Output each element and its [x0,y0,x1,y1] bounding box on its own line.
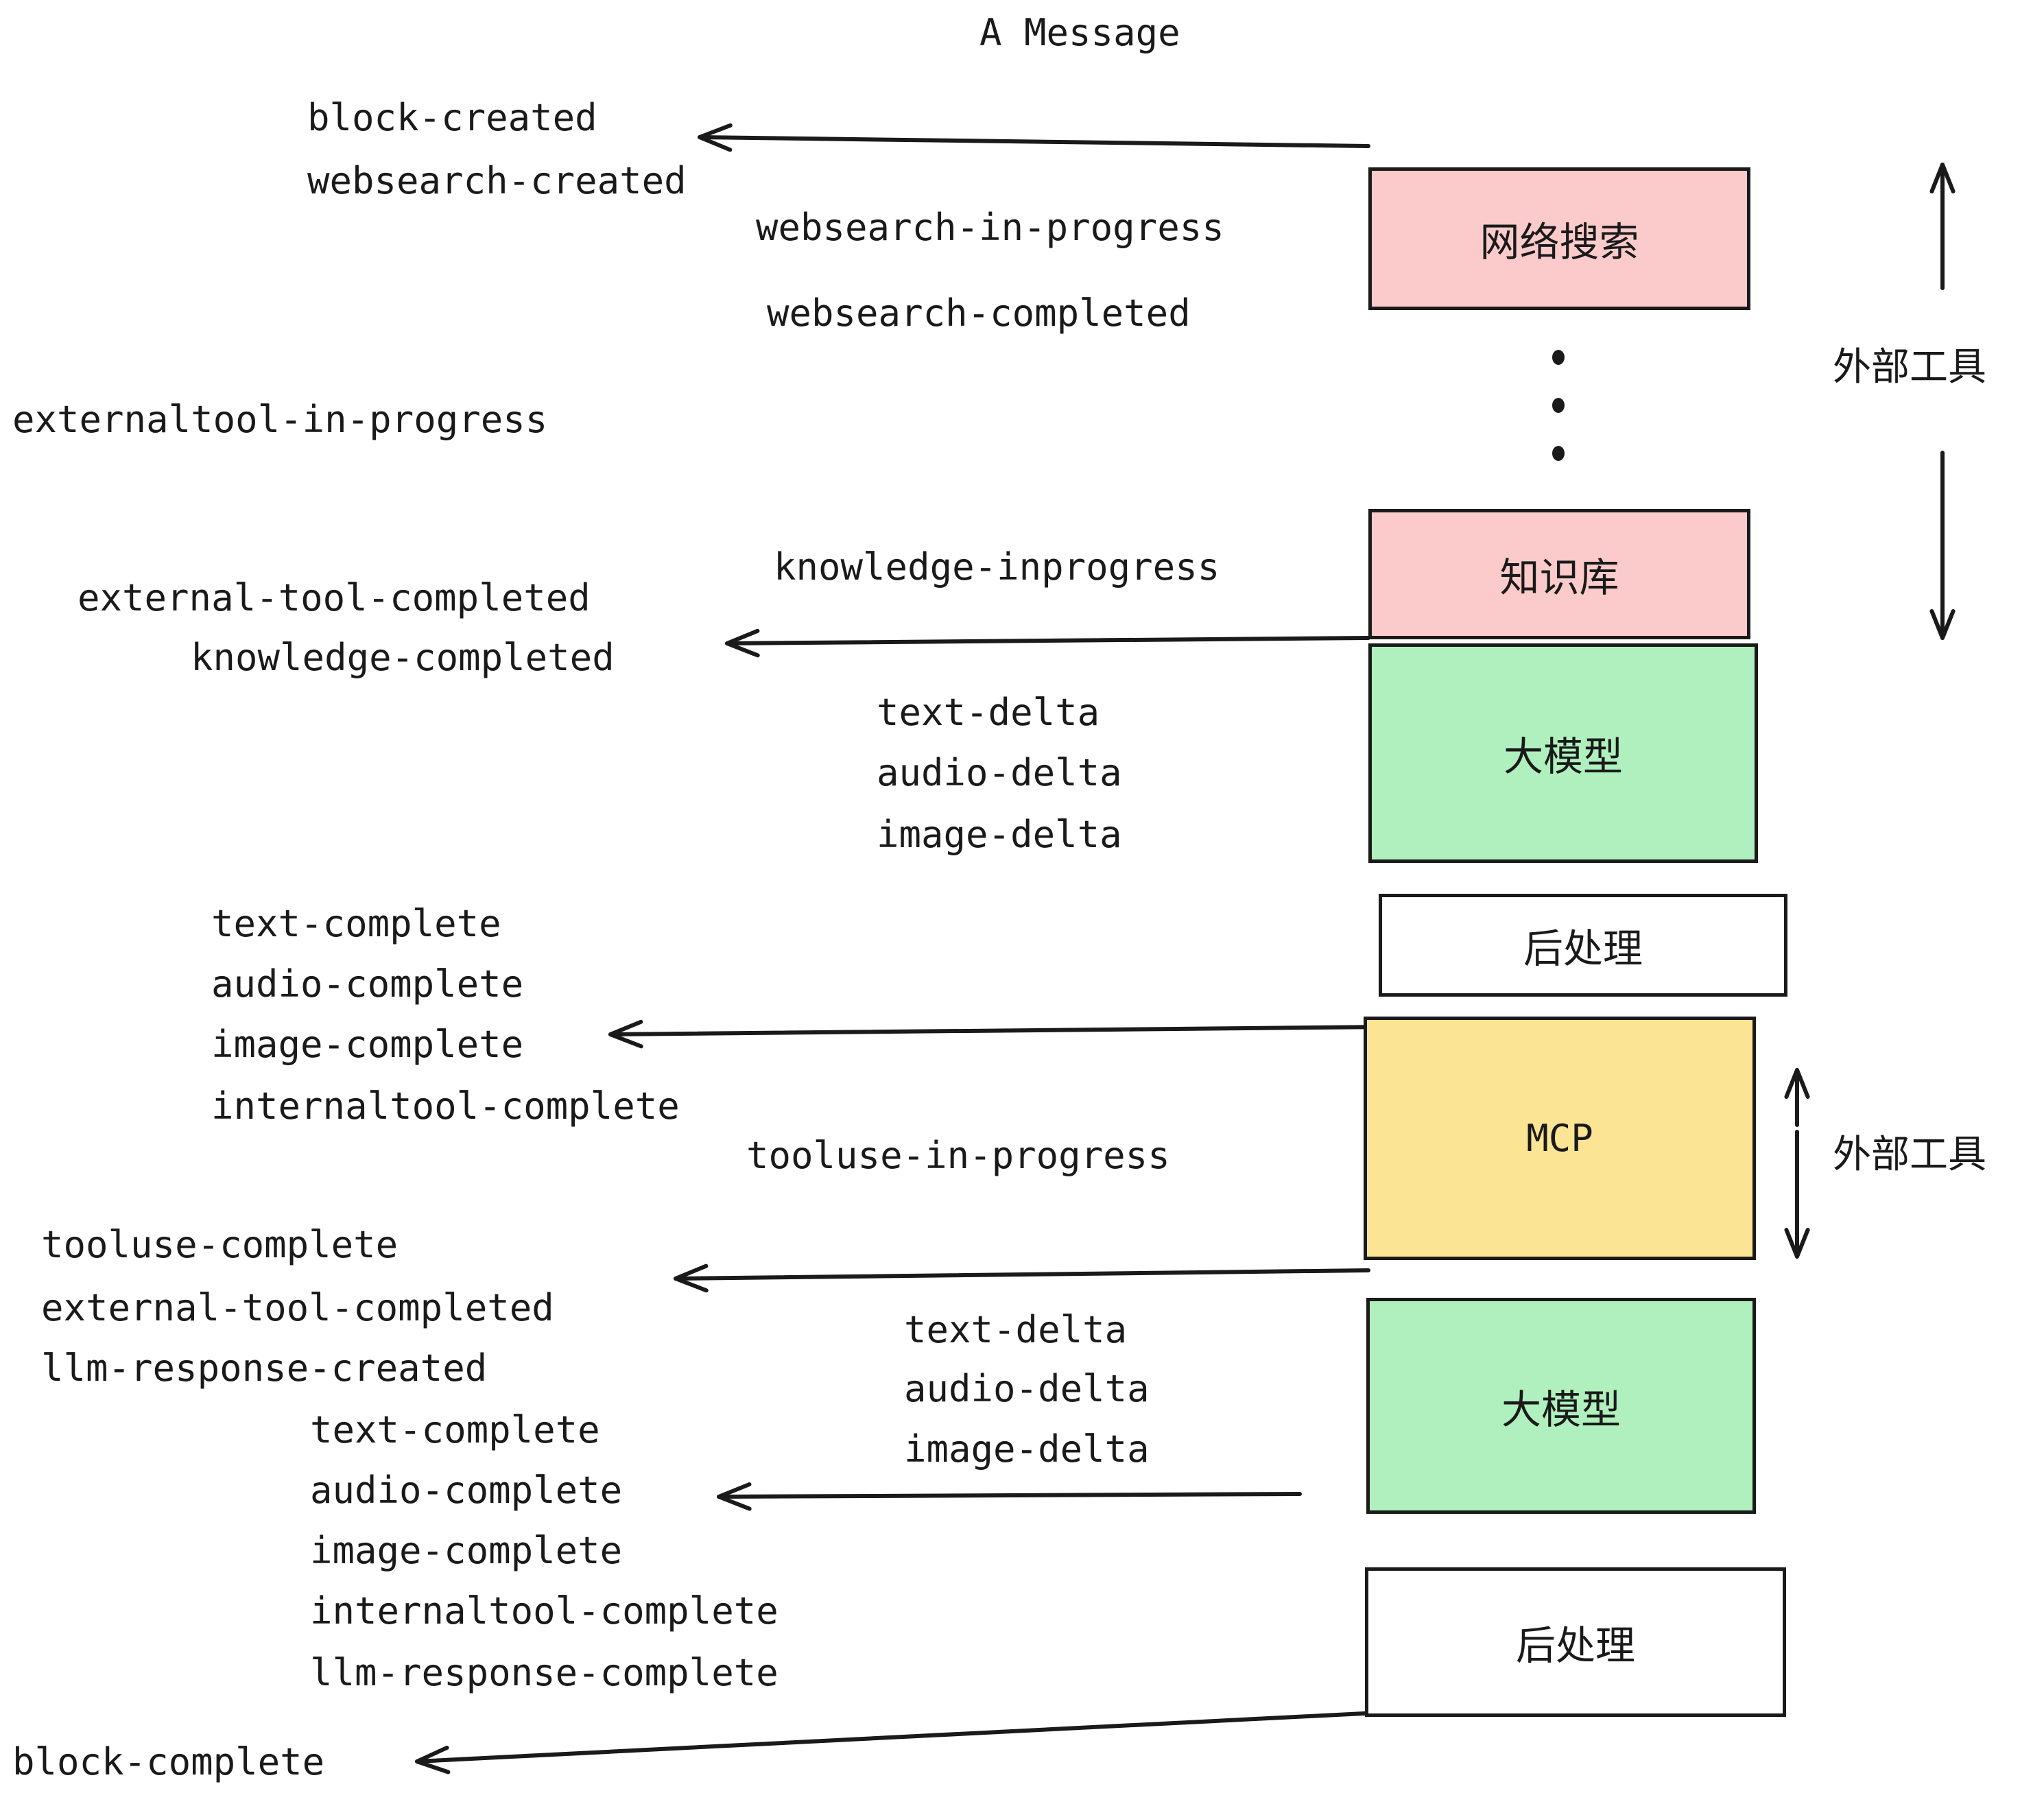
node-box-label: 大模型 [1501,1386,1621,1433]
arrow-tooluse-done-head [674,1263,709,1293]
node-box-llm-1: 大模型 [1368,643,1758,863]
scope-external-tools-top-down-head [1929,608,1956,640]
event-label-text-complete-2: text-complete [310,1408,600,1451]
event-label-websearch-completed: websearch-completed [767,292,1191,335]
event-label-llm-response-created: llm-response-created [41,1346,488,1390]
node-box-knowledge: 知识库 [1368,509,1750,639]
scope-external-tools-top-up-head [1929,163,1956,194]
event-label-knowledge-inprogress: knowledge-inprogress [774,545,1220,589]
event-label-externaltool-in-progress: externaltool-in-progress [12,398,548,441]
ellipsis-dot-2 [1552,398,1565,413]
ellipsis-dot-3 [1552,446,1565,461]
node-box-mcp: MCP [1364,1017,1756,1260]
arrow-block-complete-line [415,1711,1379,1764]
event-label-external-tool-completed-1: external-tool-completed [78,576,591,619]
arrow-audio-complete-line [717,1492,1302,1499]
node-box-label: MCP [1526,1117,1593,1160]
event-label-websearch-created: websearch-created [307,159,687,202]
event-label-external-tool-completed-2: external-tool-completed [41,1286,554,1329]
node-box-label: 知识库 [1499,554,1619,601]
diagram-title: A Message [979,11,1180,54]
arrow-tooluse-done-line [674,1268,1370,1281]
node-box-label: 后处理 [1515,1622,1635,1669]
node-box-label: 后处理 [1523,925,1643,972]
event-label-image-complete-1: image-complete [211,1023,524,1066]
side-annotation-external-tools-bottom: 外部工具 [1833,1132,1986,1177]
arrow-audio-complete-head [717,1482,752,1511]
node-box-llm-2: 大模型 [1366,1298,1756,1514]
arrow-block-created-line [698,135,1370,148]
node-box-label: 网络搜索 [1479,219,1639,265]
event-label-text-complete-1: text-complete [211,902,501,945]
event-label-image-delta-1: image-delta [877,813,1122,856]
event-label-block-created: block-created [307,96,597,139]
arrow-image-complete-head [608,1019,643,1049]
arrow-block-complete-head [415,1745,451,1775]
node-box-label: 大模型 [1503,733,1623,780]
scope-external-tools-bottom-down-head [1784,1228,1810,1259]
scope-external-tools-bottom-up-head [1784,1068,1810,1099]
event-label-internaltool-complete-2: internaltool-complete [310,1589,779,1633]
event-label-text-delta-1: text-delta [877,691,1100,734]
ellipsis-dot-1 [1552,350,1565,365]
node-box-websearch: 网络搜索 [1368,167,1750,310]
event-label-tooluse-in-progress: tooluse-in-progress [746,1134,1170,1177]
side-annotation-external-tools-top: 外部工具 [1833,345,1986,390]
event-label-block-complete: block-complete [12,1740,325,1783]
arrow-block-created-head [698,123,733,152]
event-label-audio-complete-1: audio-complete [211,962,524,1006]
arrow-knowledge-done-line [725,636,1370,645]
event-label-text-delta-2: text-delta [904,1308,1128,1351]
event-label-llm-response-complete: llm-response-complete [310,1651,779,1694]
event-label-image-delta-2: image-delta [904,1427,1150,1471]
arrow-knowledge-done-head [725,628,760,658]
node-box-postprocess-2: 后处理 [1365,1567,1786,1717]
event-label-audio-delta-1: audio-delta [877,751,1122,794]
event-label-tooluse-complete: tooluse-complete [41,1223,399,1266]
event-label-internaltool-complete-1: internaltool-complete [211,1084,680,1128]
event-label-audio-complete-2: audio-complete [310,1469,623,1512]
node-box-postprocess-1: 后处理 [1379,894,1787,997]
event-label-audio-delta-2: audio-delta [904,1367,1150,1410]
event-label-websearch-in-progress: websearch-in-progress [756,206,1224,249]
arrow-image-complete-line [608,1025,1388,1036]
event-label-knowledge-completed: knowledge-completed [191,636,615,679]
event-label-image-complete-2: image-complete [310,1529,623,1572]
